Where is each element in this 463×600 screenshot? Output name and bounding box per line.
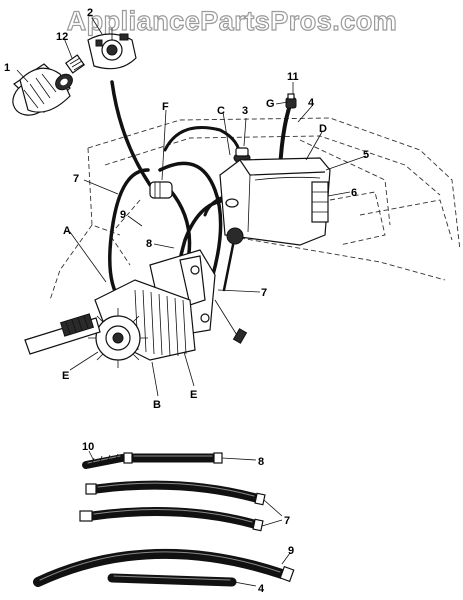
hose-part-7a <box>85 480 266 506</box>
oil-filter-part <box>12 63 73 116</box>
callout-8-loose: 8 <box>258 456 264 468</box>
adapter-fitting-part <box>64 54 86 74</box>
callout-4-top: 4 <box>308 97 315 109</box>
hose-part-8 <box>123 452 257 464</box>
loose-hoses <box>33 450 295 587</box>
callout-9-main: 9 <box>120 209 126 221</box>
callout-1: 1 <box>4 62 10 74</box>
hose-part-4 <box>107 573 257 587</box>
callout-D: D <box>319 123 327 135</box>
shift-lever-part <box>222 227 244 292</box>
hose-part-10 <box>82 450 126 469</box>
callout-E-right: E <box>190 389 197 401</box>
callout-6: 6 <box>351 187 357 199</box>
pump-cooling-fins <box>134 289 187 357</box>
callout-E-left: E <box>62 370 69 382</box>
callout-labels: 1 2 12 11 G 4 C 3 D F 5 6 7 9 A 8 7 E B … <box>4 7 369 595</box>
hose-part-7b <box>79 499 283 532</box>
callout-8-main: 8 <box>146 238 152 250</box>
callout-B: B <box>153 399 161 411</box>
hose-cap-part <box>285 93 297 109</box>
callout-10: 10 <box>82 441 94 453</box>
fan-blades <box>88 308 148 368</box>
callout-12: 12 <box>56 31 68 43</box>
callout-7-left: 7 <box>73 173 79 185</box>
callout-3: 3 <box>242 105 248 117</box>
watermark-text: AppliancePartsPros.com <box>67 6 398 36</box>
callout-A: A <box>63 225 71 237</box>
callout-C: C <box>217 105 225 117</box>
hose-part-9 <box>33 548 295 587</box>
callout-F: F <box>162 101 169 113</box>
inline-filter-part <box>149 181 173 199</box>
callout-7-loose: 7 <box>284 515 290 527</box>
callout-G: G <box>266 98 275 110</box>
callout-9-loose: 9 <box>288 545 294 557</box>
callout-leaders <box>16 17 367 397</box>
callout-7-right: 7 <box>261 287 267 299</box>
callout-5: 5 <box>363 149 369 161</box>
pump-assembly-part <box>88 279 196 368</box>
callout-2: 2 <box>87 7 93 19</box>
drive-shaft-part <box>24 313 101 355</box>
callout-4-loose: 4 <box>258 583 265 595</box>
filter-mount-part <box>87 28 137 70</box>
callout-11: 11 <box>287 71 299 83</box>
